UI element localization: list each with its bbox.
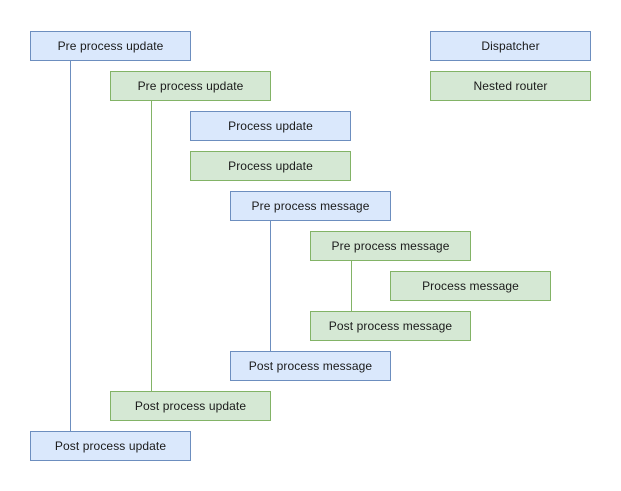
- node-n6[interactable]: Pre process message: [310, 231, 471, 261]
- node-label: Process message: [422, 279, 519, 293]
- connector-n2-to-n10: [151, 101, 152, 391]
- legend-item-dispatcher[interactable]: Dispatcher: [430, 31, 591, 61]
- node-n5[interactable]: Pre process message: [230, 191, 391, 221]
- node-n10[interactable]: Post process update: [110, 391, 271, 421]
- connector-n5-to-n9: [270, 221, 271, 351]
- node-label: Post process update: [134, 399, 247, 413]
- node-label: Post process message: [328, 319, 453, 333]
- node-n9[interactable]: Post process message: [230, 351, 391, 381]
- node-n11[interactable]: Post process update: [30, 431, 191, 461]
- node-label: Post process update: [54, 439, 167, 453]
- node-label: Pre process update: [137, 79, 244, 93]
- node-n8[interactable]: Post process message: [310, 311, 471, 341]
- node-label: Process update: [228, 119, 313, 133]
- node-n1[interactable]: Pre process update: [30, 31, 191, 61]
- connector-n1-to-n11: [70, 61, 71, 431]
- node-n2[interactable]: Pre process update: [110, 71, 271, 101]
- node-label: Pre process message: [251, 199, 370, 213]
- legend-item-label: Dispatcher: [481, 39, 540, 53]
- node-n7[interactable]: Process message: [390, 271, 551, 301]
- node-label: Pre process message: [331, 239, 450, 253]
- connector-n6-to-n8: [351, 261, 352, 311]
- node-n4[interactable]: Process update: [190, 151, 351, 181]
- node-n3[interactable]: Process update: [190, 111, 351, 141]
- legend-item-label: Nested router: [473, 79, 548, 93]
- legend-item-nested-router[interactable]: Nested router: [430, 71, 591, 101]
- node-label: Pre process update: [57, 39, 164, 53]
- node-label: Post process message: [248, 359, 373, 373]
- node-label: Process update: [228, 159, 313, 173]
